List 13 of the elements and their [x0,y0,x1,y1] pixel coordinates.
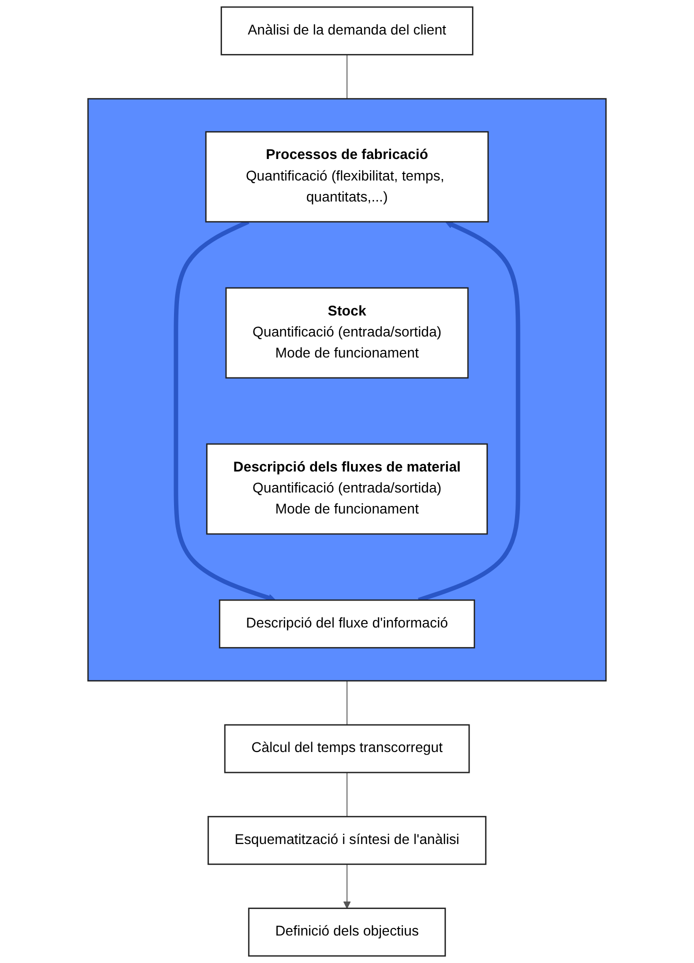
node-box: Processos de fabricació Quantificació (flexibilitat, temps, quantitats,...) [205,131,489,222]
node-box: Definició dels objectius [248,908,446,957]
arrow [343,864,351,909]
node-box: Descripció dels fluxes de material Quantificació (entrada/sortida) Mode de funcionament [206,443,488,535]
connector [346,680,348,726]
node-box: Stock Quantificació (entrada/sortida) Mode de funcionament [225,287,469,379]
node-box: Anàlisi de la demanda del client [220,6,474,56]
node-box: Esquematització i síntesi de l'anàlisi [208,816,486,865]
node-box: Càlcul del temps transcorregut [224,724,470,774]
connector [346,54,348,100]
node-box: Descripció del fluxe d'informació [218,599,476,648]
cluster [87,98,607,682]
connector [346,772,348,818]
